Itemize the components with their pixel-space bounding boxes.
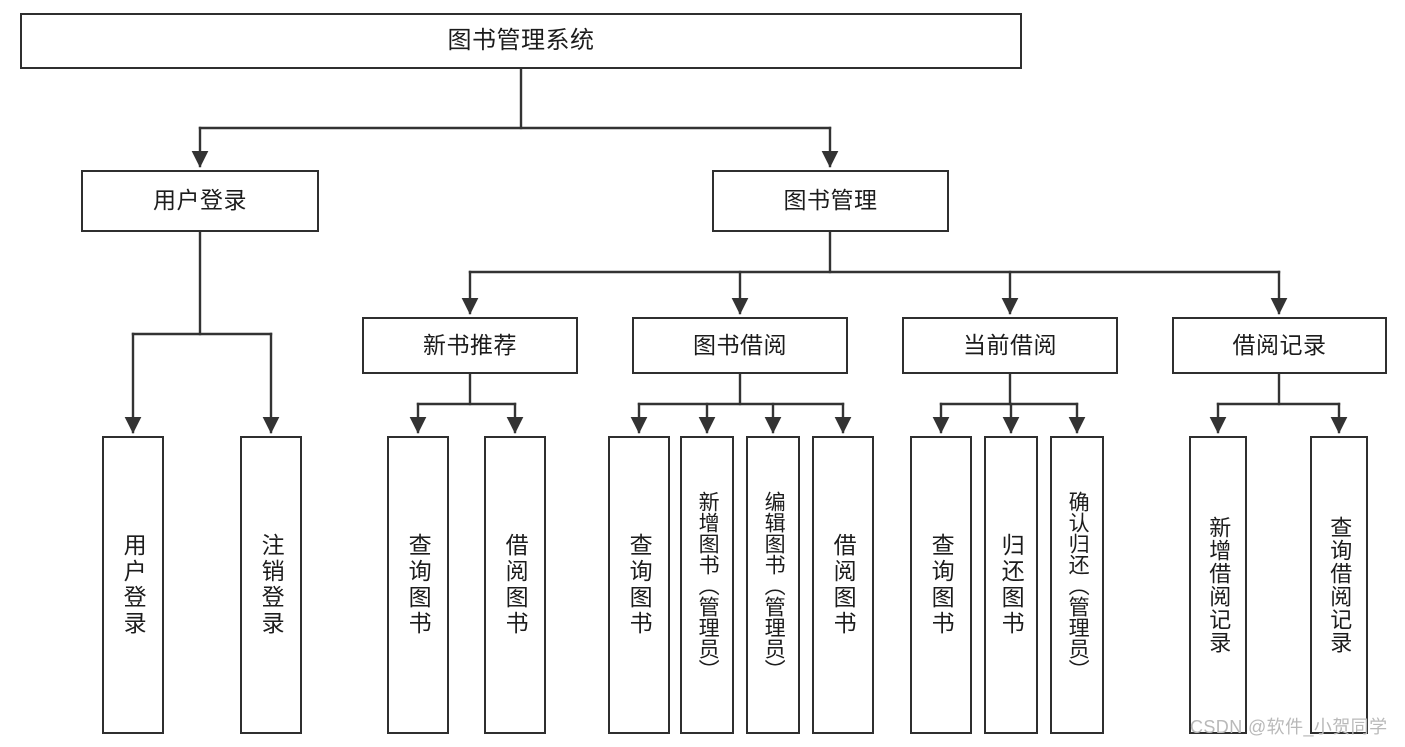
node-leaf-query-borrowing-record[interactable]: 查询借阅记录 xyxy=(1310,436,1368,734)
node-leaf-borrow-book-newbook[interactable]: 借阅图书 xyxy=(484,436,546,734)
node-borrowing-record[interactable]: 借阅记录 xyxy=(1172,317,1387,374)
node-book-borrowing-label: 图书借阅 xyxy=(693,331,787,358)
node-leaf-borrow-book-newbook-label: 借阅图书 xyxy=(502,533,529,637)
node-user-login[interactable]: 用户登录 xyxy=(81,170,319,232)
node-leaf-add-borrowing-record-label: 新增借阅记录 xyxy=(1206,516,1232,654)
node-leaf-add-book-admin-label: 新增图书（管理员） xyxy=(696,490,720,680)
node-leaf-user-login[interactable]: 用户登录 xyxy=(102,436,164,734)
node-leaf-query-book-borrowing-label: 查询图书 xyxy=(626,533,653,637)
node-new-book-recommendation-label: 新书推荐 xyxy=(423,331,517,358)
node-root-system-label: 图书管理系统 xyxy=(447,26,595,54)
node-leaf-borrow-book-borrowing-label: 借阅图书 xyxy=(830,533,857,637)
node-leaf-add-borrowing-record[interactable]: 新增借阅记录 xyxy=(1189,436,1247,734)
node-book-management-label: 图书管理 xyxy=(783,187,878,214)
node-leaf-query-book-newbook[interactable]: 查询图书 xyxy=(387,436,449,734)
node-leaf-logout[interactable]: 注销登录 xyxy=(240,436,302,734)
node-leaf-query-book-borrowing[interactable]: 查询图书 xyxy=(608,436,670,734)
node-leaf-borrow-book-borrowing[interactable]: 借阅图书 xyxy=(812,436,874,734)
node-leaf-user-login-label: 用户登录 xyxy=(120,533,147,637)
node-leaf-confirm-return-admin-label: 确认归还（管理员） xyxy=(1066,490,1090,680)
csdn-watermark: CSDN @软件_小贺同学 xyxy=(1190,717,1388,737)
node-leaf-query-book-current[interactable]: 查询图书 xyxy=(910,436,972,734)
node-leaf-confirm-return-admin[interactable]: 确认归还（管理员） xyxy=(1050,436,1104,734)
node-new-book-recommendation[interactable]: 新书推荐 xyxy=(362,317,578,374)
node-book-management[interactable]: 图书管理 xyxy=(712,170,949,232)
node-user-login-label: 用户登录 xyxy=(153,187,247,214)
node-leaf-query-book-current-label: 查询图书 xyxy=(928,533,955,637)
node-current-borrowing-label: 当前借阅 xyxy=(963,331,1057,358)
node-leaf-add-book-admin[interactable]: 新增图书（管理员） xyxy=(680,436,734,734)
node-leaf-query-borrowing-record-label: 查询借阅记录 xyxy=(1327,516,1353,654)
node-book-borrowing[interactable]: 图书借阅 xyxy=(632,317,848,374)
node-leaf-return-book-label: 归还图书 xyxy=(998,533,1025,637)
node-leaf-return-book[interactable]: 归还图书 xyxy=(984,436,1038,734)
node-leaf-logout-label: 注销登录 xyxy=(258,533,285,637)
node-leaf-query-book-newbook-label: 查询图书 xyxy=(405,533,432,637)
node-leaf-edit-book-admin-label: 编辑图书（管理员） xyxy=(762,490,786,680)
node-current-borrowing[interactable]: 当前借阅 xyxy=(902,317,1118,374)
node-borrowing-record-label: 借阅记录 xyxy=(1232,331,1327,358)
node-root-system[interactable]: 图书管理系统 xyxy=(20,13,1022,69)
node-leaf-edit-book-admin[interactable]: 编辑图书（管理员） xyxy=(746,436,800,734)
